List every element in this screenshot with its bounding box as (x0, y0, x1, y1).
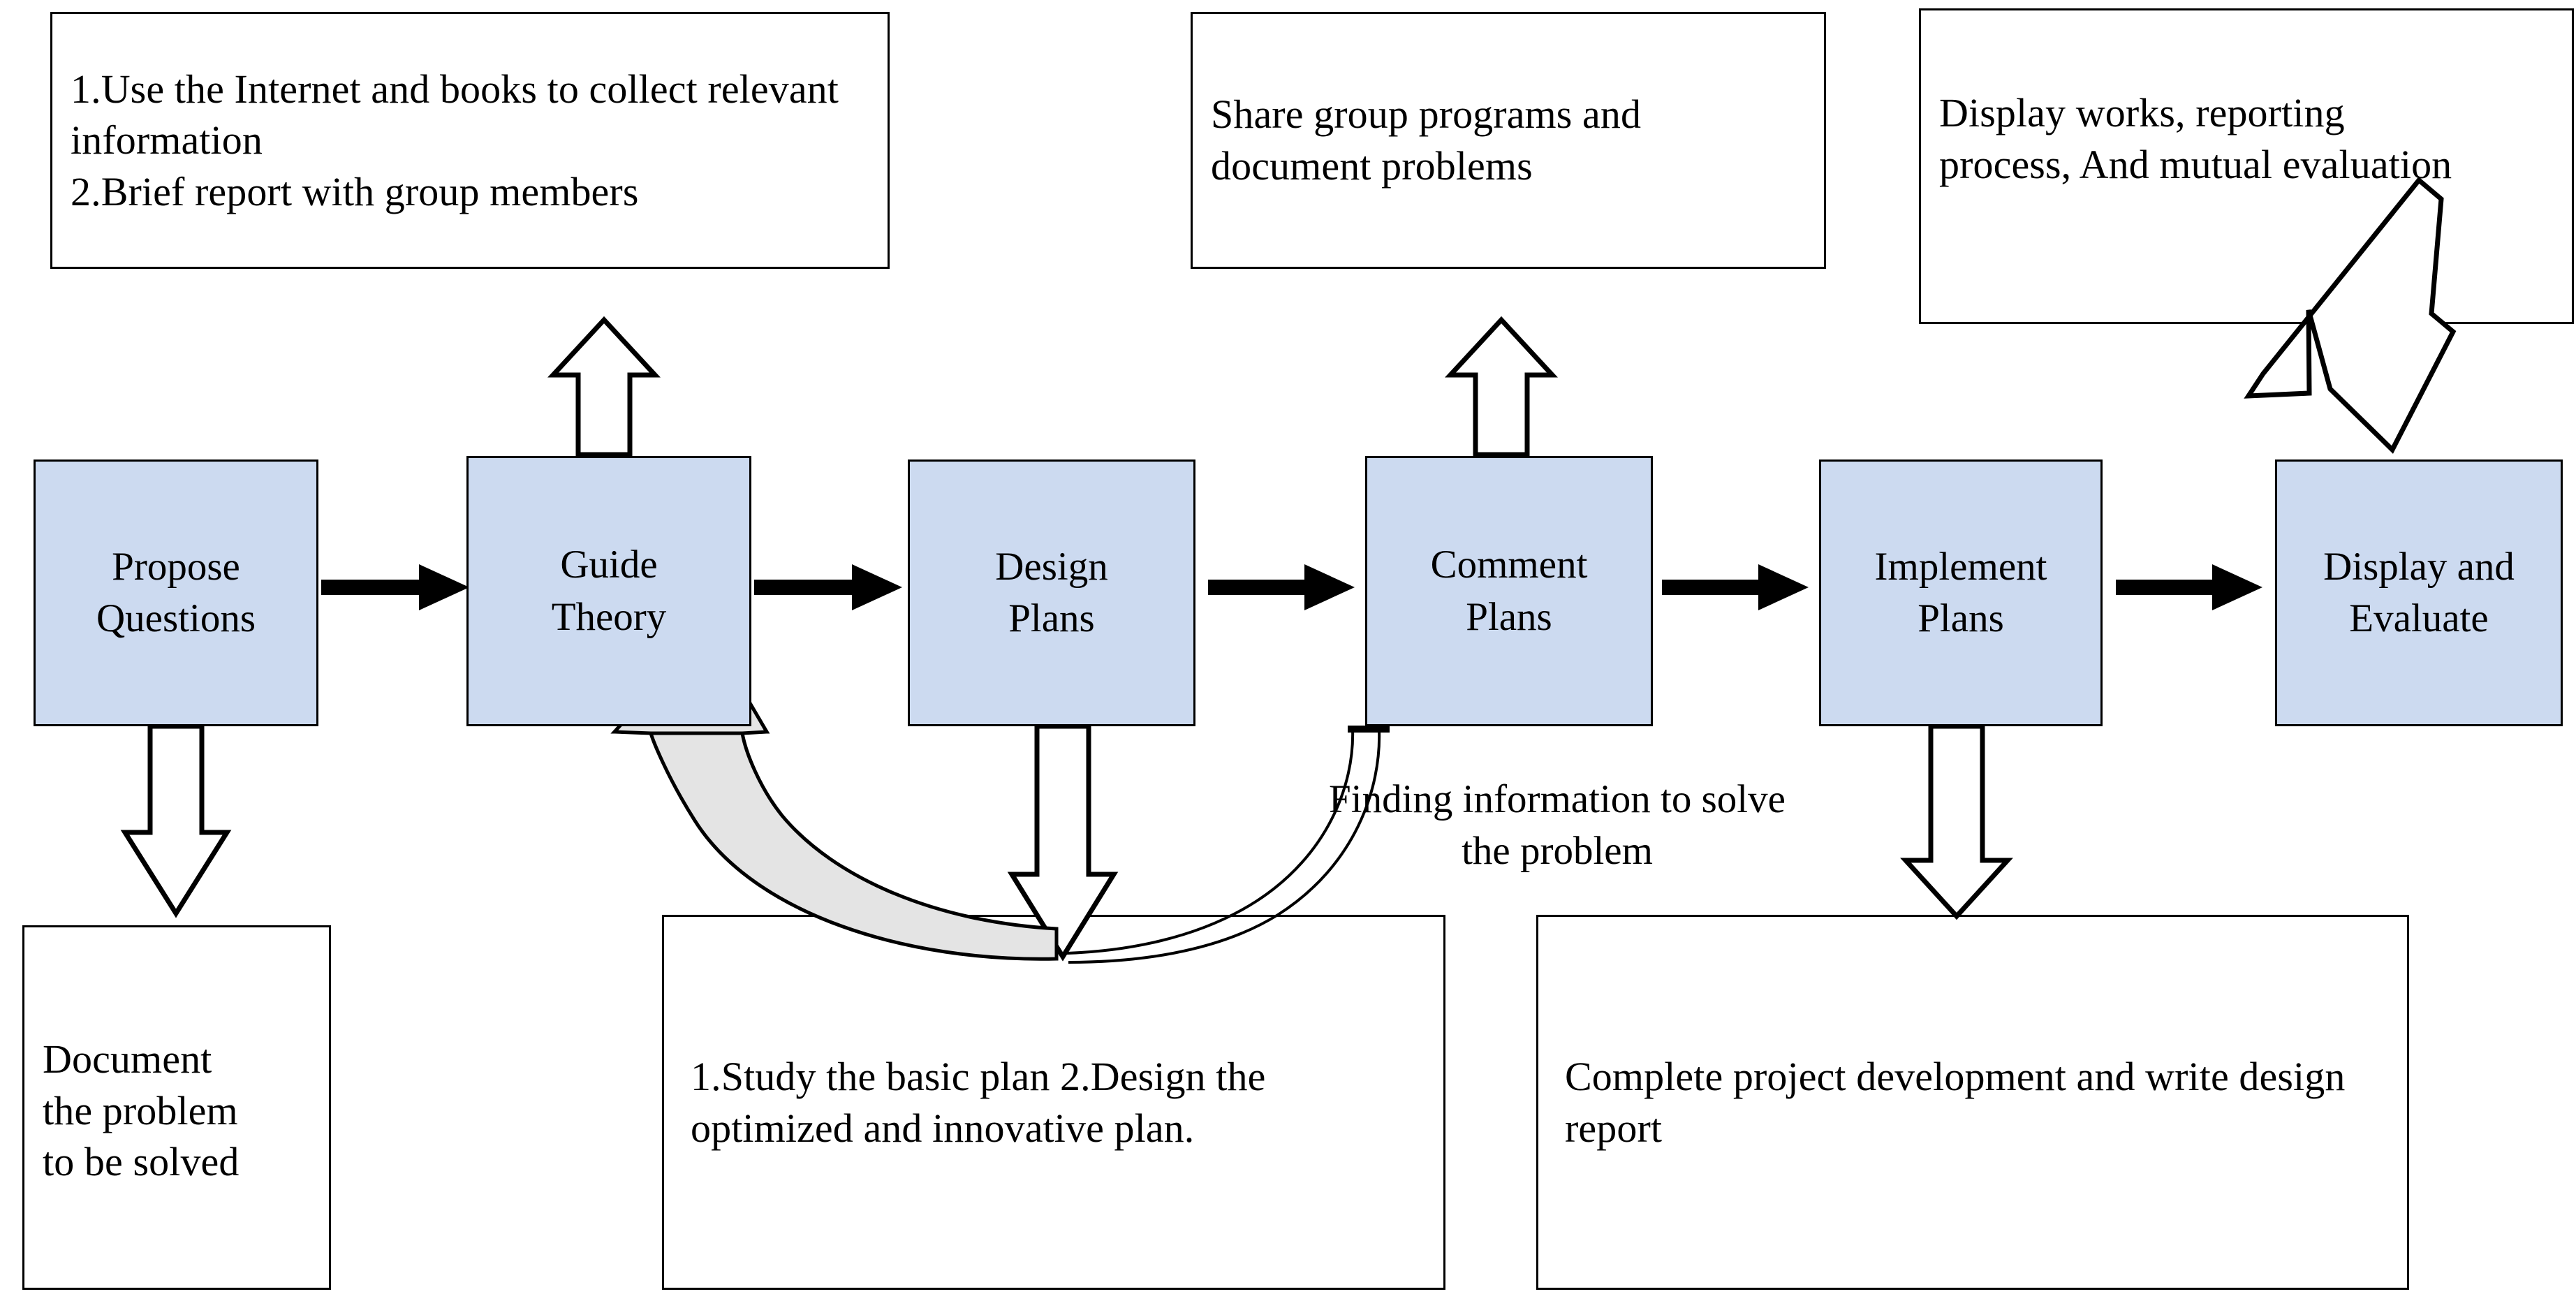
note-box-display-works: Display works, reporting process, And mu… (1919, 8, 2574, 324)
process-box-design-plans[interactable]: Design Plans (908, 459, 1195, 726)
process-label-design-plans: Design Plans (995, 544, 1108, 640)
process-label-guide-theory: Guide Theory (551, 543, 667, 639)
process-box-guide-theory[interactable]: Guide Theory (466, 456, 751, 726)
note-text-collect-information: 1.Use the Internet and books to collect … (71, 66, 839, 214)
flow-arrow-design-to-comment (1208, 564, 1355, 610)
note-text-study-design: 1.Study the basic plan 2.Design the opti… (691, 1053, 1266, 1151)
edge-label-finding-information: Finding information to solve the problem (1329, 777, 1786, 874)
process-box-propose-questions[interactable]: Propose Questions (34, 459, 318, 726)
flow-arrow-comment-to-implement (1662, 564, 1809, 610)
block-arrow-propose-to-note (120, 723, 232, 918)
block-arrow-guide-to-note (547, 316, 661, 457)
note-box-collect-information: 1.Use the Internet and books to collect … (50, 12, 890, 269)
flow-arrow-guide-to-design (754, 564, 902, 610)
note-text-display-works: Display works, reporting process, And mu… (1939, 90, 2452, 187)
flow-arrow-propose-to-guide (321, 564, 469, 610)
note-box-document-problem: Document the problem to be solved (22, 925, 331, 1290)
process-label-display-and-evaluate: Display and Evaluate (2323, 544, 2515, 640)
process-box-display-and-evaluate[interactable]: Display and Evaluate (2275, 459, 2563, 726)
process-label-propose-questions: Propose Questions (96, 544, 256, 640)
flow-arrow-implement-to-display (2116, 564, 2262, 610)
note-box-share-programs: Share group programs and document proble… (1191, 12, 1826, 269)
block-arrow-implement-to-note (1900, 723, 2013, 920)
note-box-complete-project: Complete project development and write d… (1536, 915, 2409, 1290)
block-arrow-comment-to-note (1445, 316, 1558, 457)
process-box-implement-plans[interactable]: Implement Plans (1819, 459, 2103, 726)
note-text-share-programs: Share group programs and document proble… (1211, 91, 1642, 189)
process-label-implement-plans: Implement Plans (1874, 544, 2047, 640)
note-text-document-problem: Document the problem to be solved (43, 1036, 240, 1185)
process-label-comment-plans: Comment Plans (1430, 543, 1588, 639)
note-box-study-design: 1.Study the basic plan 2.Design the opti… (662, 915, 1445, 1290)
process-box-comment-plans[interactable]: Comment Plans (1365, 456, 1653, 726)
note-text-complete-project: Complete project development and write d… (1565, 1053, 2346, 1151)
